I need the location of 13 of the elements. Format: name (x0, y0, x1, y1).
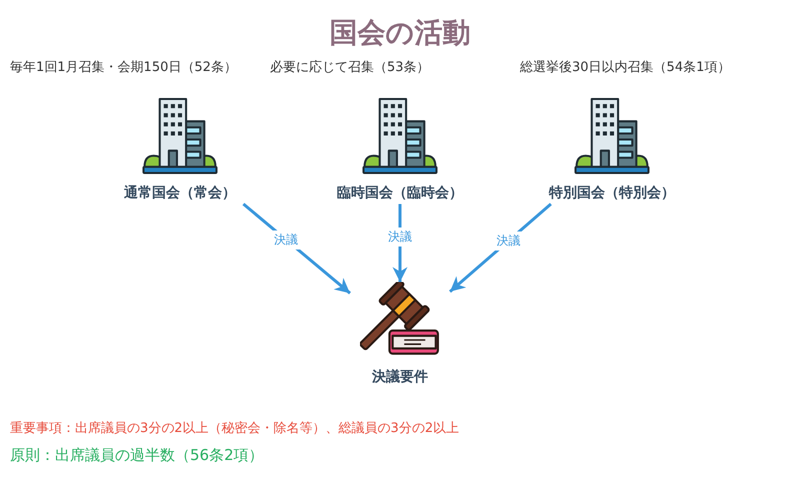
node-label: 通常国会（常会） (124, 184, 236, 202)
note-text: 原則：出席議員の過半数（56条2項） (10, 446, 264, 465)
note-text: 毎年1回1月召集・会期150日（52条） (10, 59, 237, 76)
node-label: 臨時国会（臨時会） (337, 184, 463, 202)
note-text: 必要に応じて召集（53条） (270, 59, 430, 76)
node-label: 決議要件 (372, 368, 428, 386)
node-label: 特別国会（特別会） (549, 184, 675, 202)
note-text: 重要事項：出席議員の3分の2以上（秘密会・除名等）、総議員の3分の2以上 (10, 420, 460, 437)
edge-label: 決議 (494, 231, 523, 250)
edge-label: 決議 (272, 230, 300, 250)
edge-label: 決議 (386, 227, 414, 246)
title: 国会の活動 (330, 15, 470, 51)
note-text: 総選挙後30日以内召集（54条1項） (520, 59, 730, 76)
